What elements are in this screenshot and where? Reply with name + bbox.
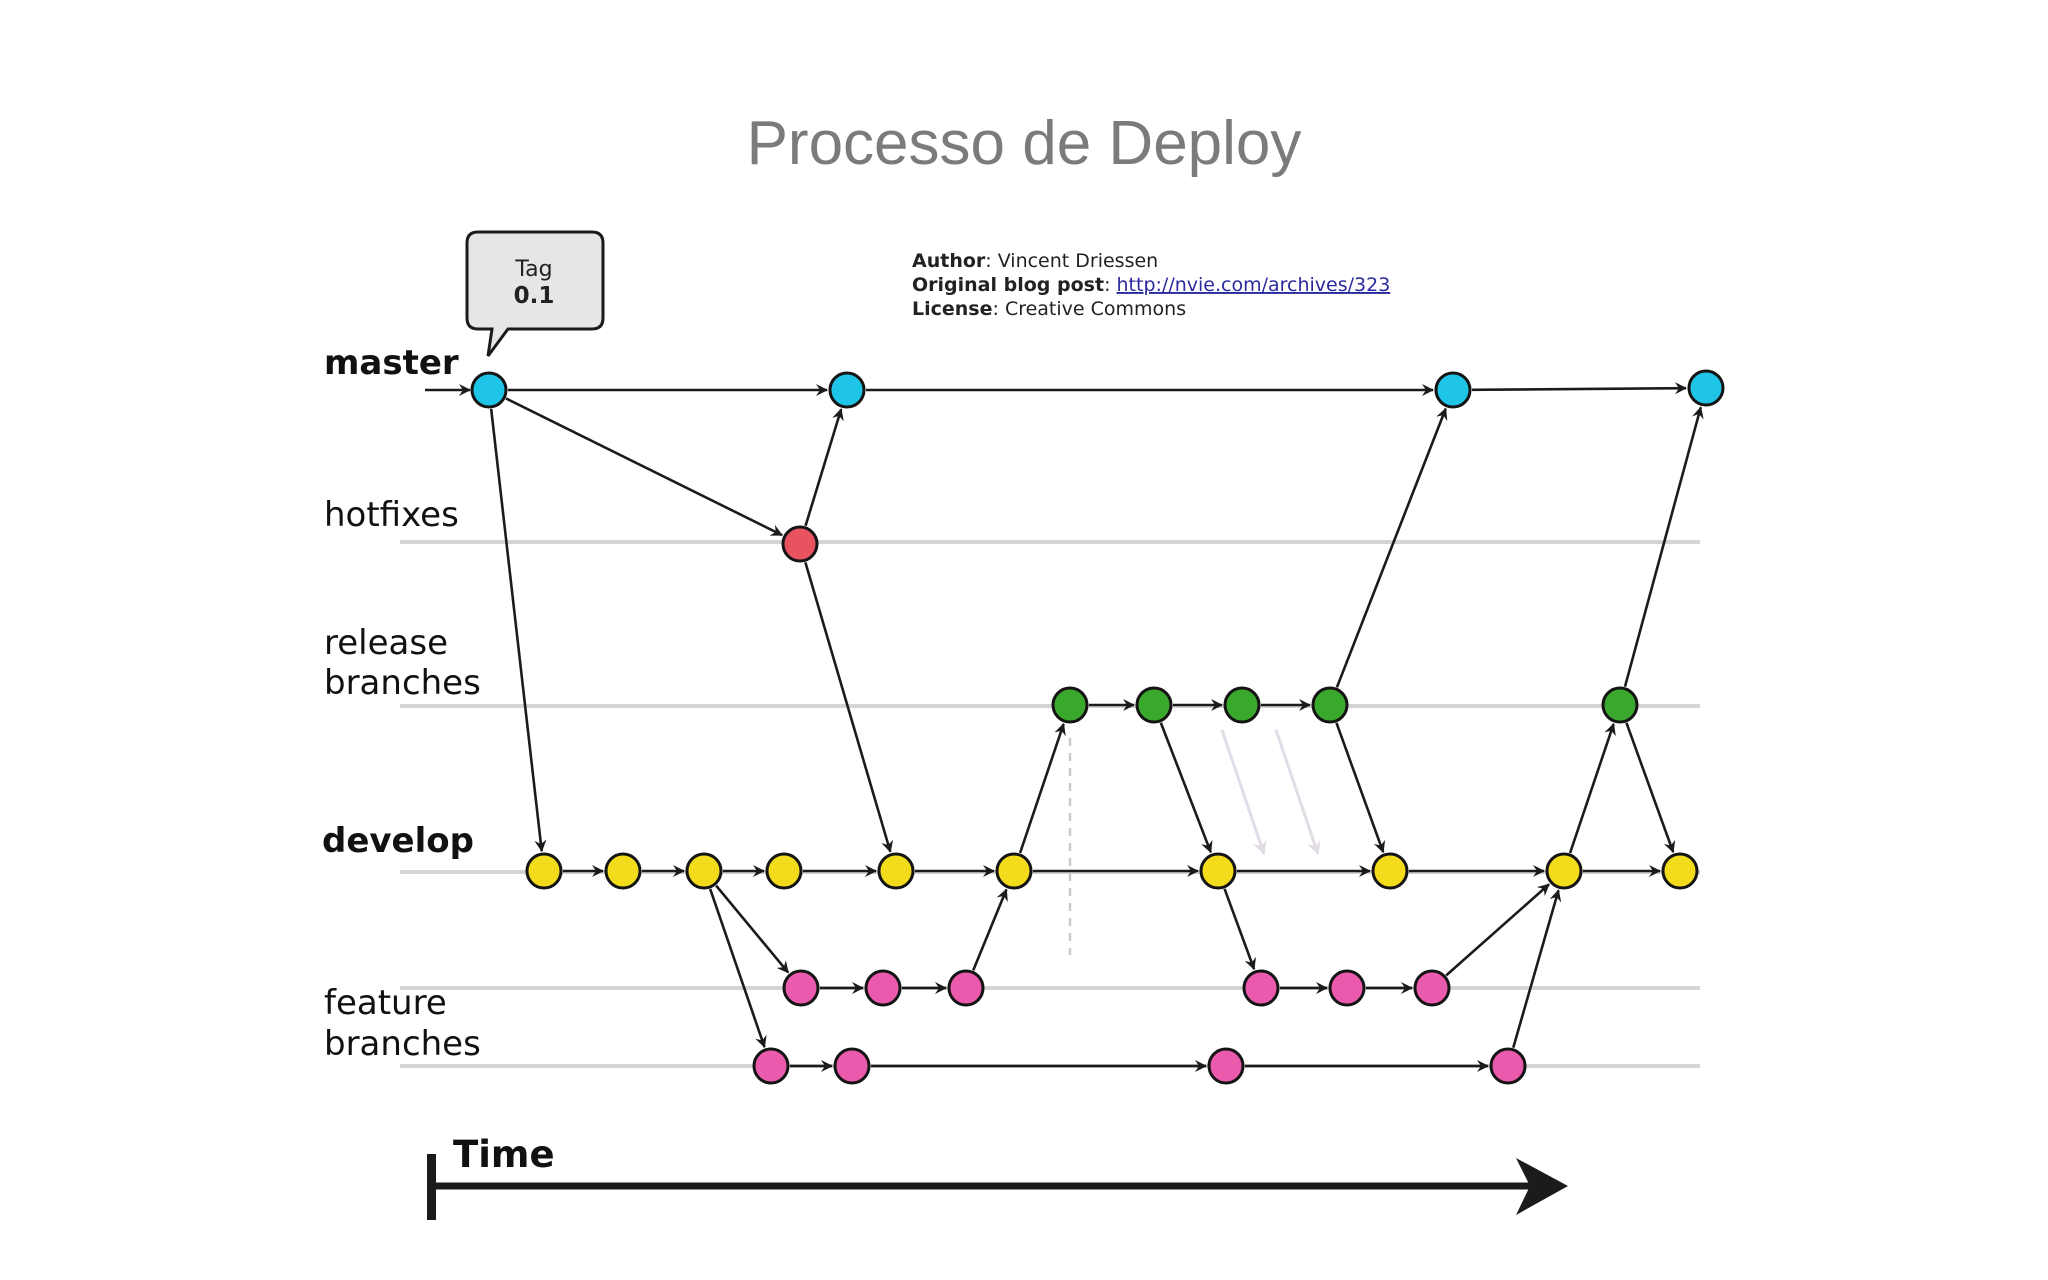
credits-blog-key: Original blog post bbox=[912, 274, 1104, 296]
tag-callout: Tag 0.1 bbox=[465, 230, 605, 357]
commit-d2 bbox=[604, 852, 642, 890]
commit-d10 bbox=[1661, 852, 1699, 890]
tag-callout-bubble bbox=[465, 230, 605, 357]
commit-d4 bbox=[765, 852, 803, 890]
credits-license-value: : Creative Commons bbox=[993, 298, 1187, 320]
commit-m2 bbox=[828, 371, 866, 409]
edge-r5-d10 bbox=[1625, 722, 1676, 854]
commit-fa5 bbox=[1328, 969, 1366, 1007]
lane-label-release-2: branches bbox=[324, 663, 481, 703]
credits-author-key: Author bbox=[912, 250, 986, 272]
commit-m1 bbox=[470, 371, 508, 409]
edge-fa3-d6 bbox=[972, 888, 1008, 971]
edge-fb4-d9 bbox=[1511, 889, 1562, 1049]
edge-h1-d5 bbox=[804, 561, 894, 853]
credits-license-key: License bbox=[912, 298, 993, 320]
tag-label: Tag bbox=[514, 257, 552, 282]
edge-r4-m3 bbox=[1335, 407, 1448, 688]
lane-label-release-1: release bbox=[324, 623, 448, 663]
commit-m3 bbox=[1434, 371, 1472, 409]
commit-fb1 bbox=[752, 1047, 790, 1085]
lane-label-hotfixes: hotfixes bbox=[324, 495, 459, 535]
commit-h1 bbox=[781, 525, 819, 563]
edge-h1-m2 bbox=[804, 408, 844, 527]
edge-d9-r5 bbox=[1568, 723, 1616, 854]
edge-m1-h1 bbox=[505, 397, 783, 537]
edge-faded-1 bbox=[1220, 729, 1267, 856]
time-axis-arrowhead bbox=[1516, 1158, 1568, 1215]
edge-d7-fa4 bbox=[1223, 888, 1256, 971]
commit-d8 bbox=[1371, 852, 1409, 890]
commit-fb3 bbox=[1207, 1047, 1245, 1085]
commit-d7 bbox=[1199, 852, 1237, 890]
time-axis-start-tick bbox=[427, 1154, 436, 1220]
credits-author: Author: Vincent Driessen bbox=[912, 250, 1158, 272]
credits-license: License: Creative Commons bbox=[912, 298, 1186, 320]
commit-fa1 bbox=[782, 969, 820, 1007]
commit-r4 bbox=[1311, 686, 1349, 724]
commit-fa4 bbox=[1242, 969, 1280, 1007]
commit-fb2 bbox=[833, 1047, 871, 1085]
credits-author-value: : Vincent Driessen bbox=[985, 250, 1158, 272]
edge-r2-d7 bbox=[1159, 722, 1213, 854]
edge-r4-d8 bbox=[1335, 722, 1386, 854]
commit-fa6 bbox=[1413, 969, 1451, 1007]
edge-d3-fb1 bbox=[708, 888, 767, 1049]
commit-d6 bbox=[995, 852, 1033, 890]
edge-fa6-d9 bbox=[1445, 883, 1550, 977]
lane-label-feature-2: branches bbox=[324, 1024, 481, 1064]
commit-d1 bbox=[525, 852, 563, 890]
lane-label-develop: develop bbox=[322, 821, 474, 861]
commit-r1 bbox=[1051, 686, 1089, 724]
commit-r2 bbox=[1135, 686, 1173, 724]
commit-d9 bbox=[1545, 852, 1583, 890]
commit-fb4 bbox=[1489, 1047, 1527, 1085]
time-axis: Time bbox=[427, 1133, 1568, 1220]
credits-blog-sep: : bbox=[1104, 274, 1116, 296]
lane-lines bbox=[400, 540, 1700, 1068]
commit-m4 bbox=[1687, 369, 1725, 407]
commits bbox=[470, 369, 1725, 1085]
lane-label-feature-1: feature bbox=[324, 983, 447, 1023]
edge-faded-2 bbox=[1274, 729, 1321, 856]
edge-m3-m4 bbox=[1471, 382, 1688, 395]
tag-version: 0.1 bbox=[514, 283, 555, 309]
time-axis-label: Time bbox=[453, 1133, 555, 1176]
lane-label-master: master bbox=[324, 343, 459, 383]
edge-r5-m4 bbox=[1623, 406, 1704, 688]
commit-r5 bbox=[1601, 686, 1639, 724]
commit-d3 bbox=[685, 852, 723, 890]
edge-d3-fa1 bbox=[715, 884, 790, 974]
commit-d5 bbox=[877, 852, 915, 890]
edge-m1-d1 bbox=[489, 408, 547, 853]
edge-d6-r1 bbox=[1018, 723, 1066, 854]
commit-fa2 bbox=[864, 969, 902, 1007]
commit-fa3 bbox=[947, 969, 985, 1007]
edges bbox=[425, 382, 1704, 1072]
page-title: Processo de Deploy bbox=[746, 109, 1302, 178]
commit-r3 bbox=[1223, 686, 1261, 724]
credits-blog-link[interactable]: http://nvie.com/archives/323 bbox=[1117, 274, 1391, 296]
credits-blog: Original blog post: http://nvie.com/arch… bbox=[912, 274, 1390, 296]
